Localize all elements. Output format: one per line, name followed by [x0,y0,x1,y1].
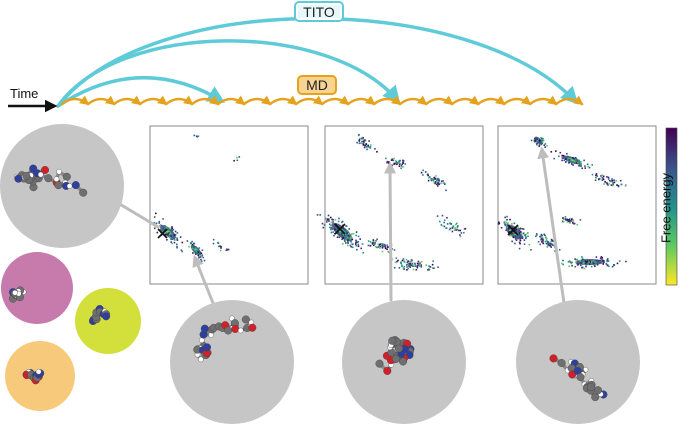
md-step-13 [398,95,428,106]
md-chain [60,95,584,106]
molecule-start [14,164,88,197]
panel-1 [149,125,309,285]
p1-mid [233,156,241,162]
md-step-14 [424,95,454,106]
md-step-12 [372,95,402,106]
time-label: Time [10,86,39,101]
md-step-2 [112,95,142,106]
p3-top [530,136,548,148]
md-step-15 [450,95,480,106]
legend-circle-magenta [1,252,73,324]
p3-basin-c [561,256,627,270]
colorbar [665,127,678,286]
tito-label: TITO [294,1,344,22]
p3-basin-b [535,233,561,252]
panel-3 [497,125,657,285]
structure-circle-1 [170,300,294,424]
md-step-18 [528,95,558,106]
p2-top [356,133,378,153]
p1-sparse [212,238,230,252]
colorbar-label: Free energy [658,172,674,244]
md-step-9 [294,95,324,106]
legend-circle-lime [75,288,141,354]
molecule-orange [22,368,45,385]
md-step-8 [268,95,298,106]
tito-arc-1 [56,76,226,108]
molecule-2 [375,336,415,375]
md-step-17 [502,95,532,106]
p2-right [436,214,467,238]
md-step-4 [164,95,194,106]
p3-right [591,173,627,188]
molecule-lime [88,305,111,326]
md-step-3 [138,95,168,106]
md-step-1 [86,95,116,106]
molecule-1 [193,315,257,363]
md-step-19 [554,95,584,106]
md-step-0 [60,95,90,106]
p2-mid-b [420,169,447,192]
p2-basin-a [316,214,370,254]
free-energy-panels [149,125,657,285]
p1-top [193,134,200,138]
molecule-magenta [8,286,27,303]
pointer-lines [116,146,566,305]
md-step-6 [216,95,246,106]
md-step-7 [242,95,272,106]
molecule-3 [549,354,608,402]
x-marker-icon [157,223,519,239]
p3-mid [550,150,593,170]
md-step-10 [320,95,350,106]
md-step-16 [476,95,506,106]
molecule-models [8,164,608,402]
md-label: MD [297,75,337,95]
p3-center [562,216,582,226]
free-energy-density [153,133,627,271]
tito-arc-2 [56,39,401,108]
md-step-5 [190,95,220,106]
md-step-11 [346,95,376,106]
panel-2 [324,125,484,285]
